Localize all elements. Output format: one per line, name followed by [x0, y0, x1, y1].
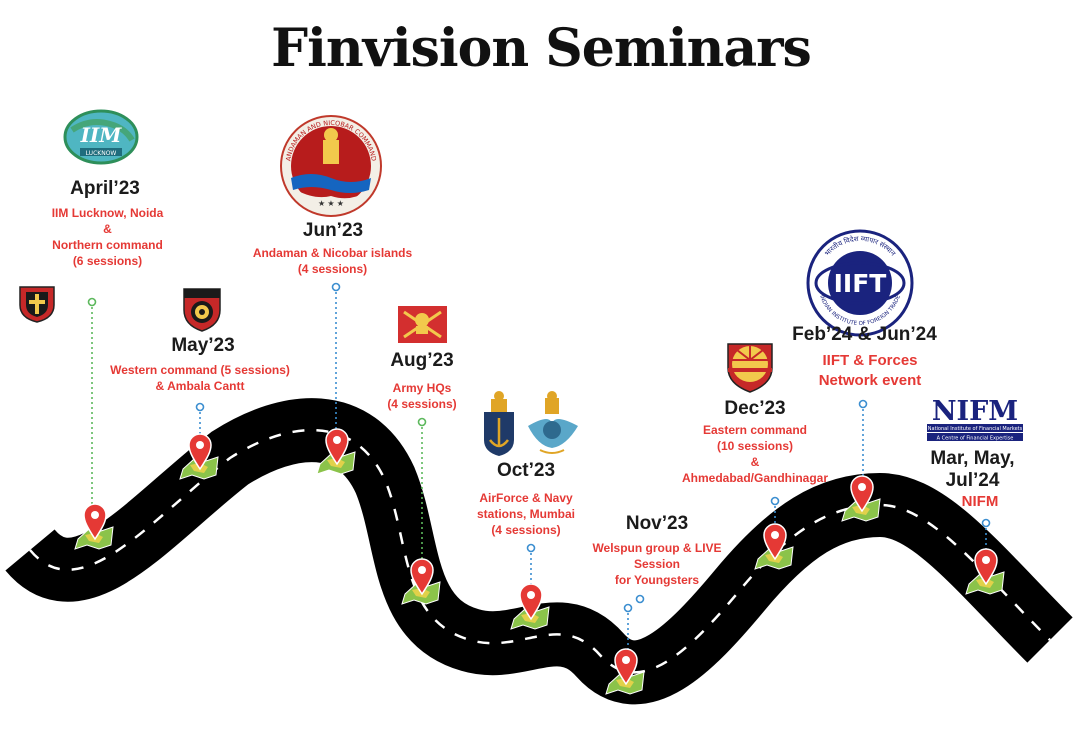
- indian-navy-crest-icon: [484, 391, 514, 456]
- milestone-description: IIFT & Forces Network event: [818, 352, 922, 389]
- page-title: Finvision Seminars: [271, 18, 812, 79]
- svg-text:NIFM: NIFM: [932, 396, 1018, 427]
- milestone-date: Dec’23: [724, 398, 786, 419]
- iift-logo: IIFT भारतीय विदेश व्यापार संस्थान INDIAN…: [806, 229, 914, 337]
- svg-text:LUCKNOW: LUCKNOW: [86, 150, 117, 157]
- milestone-description: NIFM: [961, 493, 999, 510]
- nifm-logo: NIFM National Institute of Financial Mar…: [927, 396, 1023, 442]
- iim-lucknow-logo: IIM LUCKNOW: [63, 109, 139, 165]
- milestone-date: April’23: [70, 178, 140, 199]
- milestone-date: May’23: [171, 335, 235, 356]
- milestone-description: Western command (5 sessions) & Ambala Ca…: [110, 363, 290, 393]
- milestone-date: Mar, May, Jul’24: [930, 448, 1015, 491]
- svg-text:★ ★ ★: ★ ★ ★: [318, 199, 344, 208]
- western-command-shield-icon: [183, 288, 221, 332]
- milestone-date: Feb’24 & Jun’24: [792, 324, 937, 345]
- milestone-description: Eastern command (10 sessions) & Ahmedaba…: [681, 423, 829, 485]
- svg-text:A Centre of Financial Expertis: A Centre of Financial Expertise: [937, 436, 1014, 442]
- indian-air-force-crest-icon: [528, 391, 578, 454]
- indian-army-flag-icon: [398, 306, 447, 343]
- svg-text:IIFT: IIFT: [834, 269, 887, 298]
- svg-text:National Institute of Financia: National Institute of Financial Markets: [928, 426, 1023, 432]
- milestone-description: AirForce & Navy stations, Mumbai (4 sess…: [476, 491, 575, 537]
- milestone-date: Jun’23: [302, 220, 364, 241]
- milestone-date: Aug’23: [390, 350, 454, 371]
- milestone-description: Army HQs (4 sessions): [387, 381, 457, 411]
- svg-text:IIM: IIM: [80, 123, 123, 147]
- eastern-command-shield-icon: [727, 343, 773, 393]
- milestone-date: Nov’23: [625, 513, 689, 534]
- milestone-description: Welspun group & LIVE Session for Youngst…: [592, 541, 722, 587]
- northern-command-shield-icon: [19, 286, 55, 323]
- milestone-date: Oct’23: [496, 460, 556, 481]
- andaman-nicobar-command-emblem: ★ ★ ★ ANDAMAN AND NICOBAR COMMAND: [280, 115, 382, 217]
- milestone-description: Andaman & Nicobar islands (4 sessions): [252, 246, 413, 276]
- milestone-description: IIM Lucknow, Noida & Northern command (6…: [51, 206, 164, 268]
